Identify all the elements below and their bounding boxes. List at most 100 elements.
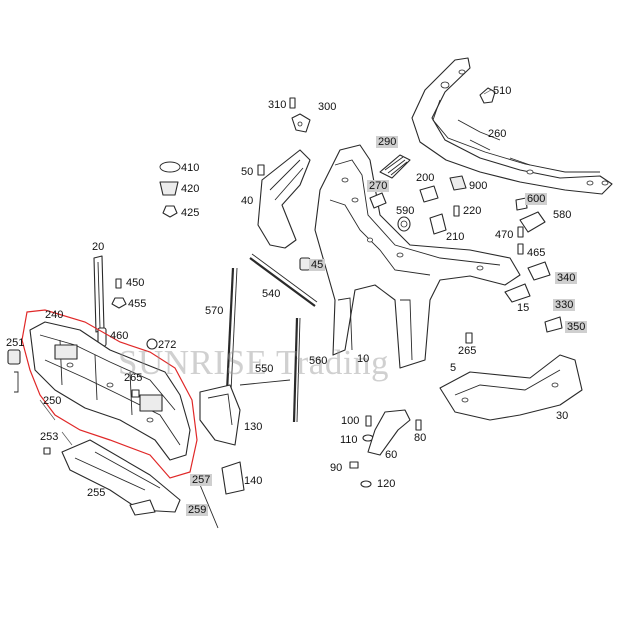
- part-510-clip: [479, 87, 496, 104]
- callout-50: 50: [241, 166, 254, 178]
- part-255-lower-crossbar: [61, 439, 181, 516]
- part-550-seal: [239, 379, 291, 386]
- callout-290: 290: [376, 136, 399, 148]
- part-340-bracket: [527, 261, 551, 281]
- part-330-bracket: [504, 283, 531, 303]
- part-272-nut: [146, 338, 158, 350]
- callout-265-right: 265: [458, 345, 477, 357]
- callout-470: 470: [495, 229, 514, 241]
- callout-30: 30: [556, 410, 569, 422]
- red-outline-assembly: [21, 309, 198, 479]
- callout-580: 580: [553, 209, 572, 221]
- part-590-bushing: [397, 216, 411, 232]
- callout-100: 100: [341, 415, 360, 427]
- callout-60: 60: [385, 449, 398, 461]
- part-265b-screw: [465, 332, 473, 344]
- callout-270: 270: [367, 180, 390, 192]
- callout-251: 251: [6, 337, 25, 349]
- callout-240: 240: [45, 309, 64, 321]
- callout-450: 450: [126, 277, 145, 289]
- callout-590: 590: [396, 205, 415, 217]
- callout-265-left: 265: [124, 372, 143, 384]
- part-425-nut: [162, 205, 178, 218]
- callout-253: 253: [40, 431, 59, 443]
- part-140-bracket: [221, 461, 245, 495]
- part-260-upper-crossmember: [411, 57, 613, 195]
- callout-900: 900: [469, 180, 488, 192]
- part-265-screw: [131, 389, 140, 398]
- part-251-cap: [7, 349, 21, 365]
- part-410-ring: [159, 161, 181, 173]
- part-450-screw: [115, 278, 122, 289]
- callout-310: 310: [268, 99, 287, 111]
- part-10-front-carrier: [314, 144, 521, 369]
- callout-80: 80: [414, 432, 427, 444]
- callout-340: 340: [555, 272, 578, 284]
- callout-455: 455: [128, 298, 147, 310]
- leader-lines: [39, 89, 492, 446]
- callout-110: 110: [340, 434, 358, 446]
- part-120-washer: [360, 480, 372, 488]
- callout-272: 272: [158, 339, 177, 351]
- callout-20: 20: [92, 241, 105, 253]
- part-455-nut: [111, 297, 127, 309]
- part-253-screw: [43, 447, 51, 455]
- callout-5: 5: [450, 362, 457, 374]
- callout-259: 259: [186, 504, 209, 516]
- callout-460: 460: [110, 330, 129, 342]
- callout-130: 130: [244, 421, 263, 433]
- callout-255: 255: [87, 487, 106, 499]
- callout-120: 120: [377, 478, 396, 490]
- part-420-stop: [159, 181, 179, 196]
- part-130-deflector: [199, 384, 241, 446]
- callout-200: 200: [416, 172, 435, 184]
- callout-45: 45: [309, 259, 326, 271]
- callout-420: 420: [181, 183, 200, 195]
- callout-300: 300: [318, 101, 337, 113]
- part-20-rod: [93, 255, 105, 333]
- callout-40: 40: [241, 195, 254, 207]
- callout-10: 10: [357, 353, 370, 365]
- part-350-plate: [544, 316, 563, 333]
- part-200-bracket: [419, 185, 439, 203]
- part-220-screw: [453, 205, 460, 217]
- callout-330: 330: [553, 299, 576, 311]
- part-210-latch: [429, 213, 447, 235]
- watermark: SUNRISE Trading: [118, 343, 390, 382]
- part-80-screw: [415, 419, 422, 431]
- callout-90: 90: [330, 462, 343, 474]
- part-300-bracket: [289, 97, 311, 133]
- part-60-bracket: [367, 409, 411, 456]
- callout-465: 465: [527, 247, 546, 259]
- callout-570: 570: [205, 305, 224, 317]
- callout-540: 540: [262, 288, 281, 300]
- part-560-seal: [292, 317, 301, 423]
- part-30-bracket: [439, 354, 583, 421]
- callout-210: 210: [446, 231, 465, 243]
- part-900-stop: [449, 175, 467, 191]
- callout-257: 257: [190, 474, 213, 486]
- callout-510: 510: [493, 85, 512, 97]
- callout-220: 220: [463, 205, 482, 217]
- callout-15: 15: [517, 302, 530, 314]
- part-251-strap: [14, 371, 19, 393]
- part-465-screw: [517, 226, 524, 255]
- part-40-side-duct: [257, 149, 311, 249]
- callout-350: 350: [565, 321, 588, 333]
- part-600-clip: [515, 197, 528, 211]
- callout-140: 140: [244, 475, 263, 487]
- part-580-bracket: [519, 211, 546, 233]
- callout-600: 600: [525, 193, 548, 205]
- part-250-bumper-beam: [29, 321, 191, 461]
- callout-425: 425: [181, 207, 200, 219]
- part-540-seal: [249, 253, 318, 307]
- part-100-screw: [365, 415, 372, 427]
- part-90-screw: [349, 461, 359, 469]
- part-270-bracket: [369, 192, 387, 209]
- part-290-grille: [379, 154, 411, 179]
- callout-260: 260: [488, 128, 507, 140]
- callout-410: 410: [181, 162, 200, 174]
- callout-550: 550: [255, 363, 274, 375]
- callout-250: 250: [43, 395, 62, 407]
